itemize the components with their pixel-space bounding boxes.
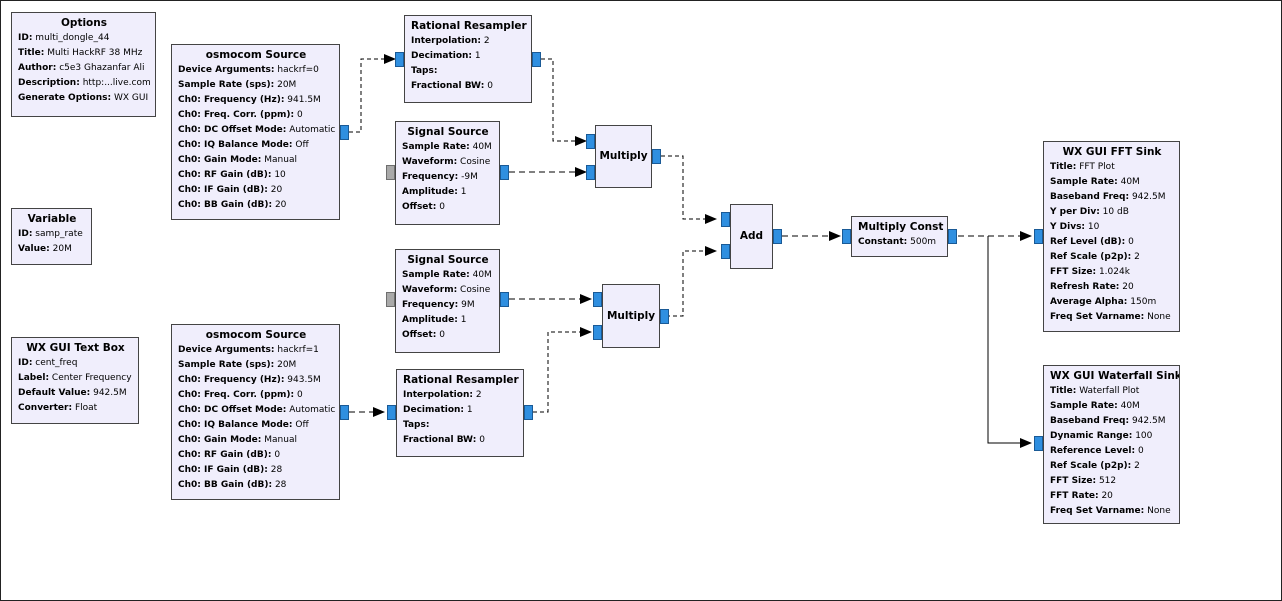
signal-source-1-block[interactable]: Signal Source Sample Rate: 40M Waveform:…	[395, 121, 500, 225]
osmocom-source-1-out-port[interactable]	[340, 125, 349, 140]
wire-multiply2-to-add	[666, 246, 717, 317]
block-title: Rational Resampler	[411, 20, 527, 32]
block-title: WX GUI Text Box	[26, 342, 125, 354]
block-title: Signal Source	[407, 126, 489, 138]
signal-source-1-in-port[interactable]	[386, 165, 395, 180]
osmocom-source-2-block[interactable]: osmocom Source Device Arguments: hackrf=…	[171, 324, 340, 500]
signal-source-2-out-port[interactable]	[500, 292, 509, 307]
waterfall-sink-in-port[interactable]	[1034, 436, 1043, 451]
options-block[interactable]: Options ID: multi_dongle_44 Title: Multi…	[11, 12, 156, 117]
signal-source-2-in-port[interactable]	[386, 292, 395, 307]
resampler-2-in-port[interactable]	[387, 405, 396, 420]
block-title: Variable	[27, 213, 77, 225]
wire-multiply1-to-add	[661, 155, 717, 224]
resampler-1-in-port[interactable]	[395, 52, 404, 67]
block-title: WX GUI FFT Sink	[1062, 146, 1162, 158]
block-title: Multiply	[599, 150, 648, 162]
multiply-1-block[interactable]: Multiply	[595, 125, 652, 188]
block-title: osmocom Source	[205, 329, 307, 341]
rational-resampler-2-block[interactable]: Rational Resampler Interpolation: 2 Deci…	[396, 369, 524, 457]
wire-multiply-const-to-waterfall	[987, 236, 1032, 448]
multiply-const-out-port[interactable]	[948, 229, 957, 244]
variable-block[interactable]: Variable ID: samp_rate Value: 20M	[11, 208, 92, 265]
wire-resampler1-to-multiply1	[541, 58, 587, 146]
multiply-1-out-port[interactable]	[652, 149, 661, 164]
multiply-2-in1-port[interactable]	[593, 325, 602, 340]
multiply-const-in-port[interactable]	[842, 229, 851, 244]
block-title: osmocom Source	[205, 49, 307, 61]
block-title: Rational Resampler	[403, 374, 519, 386]
block-title: Signal Source	[407, 254, 489, 266]
wire-osmo1-to-resampler1	[349, 54, 396, 133]
block-title: WX GUI Waterfall Sink	[1050, 370, 1180, 382]
multiply-2-block[interactable]: Multiply	[602, 284, 660, 348]
fft-sink-block[interactable]: WX GUI FFT Sink Title: FFT Plot Sample R…	[1043, 141, 1180, 332]
multiply-2-in0-port[interactable]	[593, 292, 602, 307]
add-block[interactable]: Add	[730, 204, 773, 269]
fft-sink-in-port[interactable]	[1034, 229, 1043, 244]
multiply-const-block[interactable]: Multiply Const Constant: 500m	[851, 216, 948, 257]
resampler-1-out-port[interactable]	[532, 52, 541, 67]
add-in1-port[interactable]	[721, 244, 730, 259]
text-box-block[interactable]: WX GUI Text Box ID: cent_freq Label: Cen…	[11, 337, 139, 424]
osmocom-source-1-block[interactable]: osmocom Source Device Arguments: hackrf=…	[171, 44, 340, 220]
multiply-2-out-port[interactable]	[660, 309, 669, 324]
waterfall-sink-block[interactable]: WX GUI Waterfall Sink Title: Waterfall P…	[1043, 365, 1180, 524]
block-title: Multiply	[606, 309, 656, 322]
rational-resampler-1-block[interactable]: Rational Resampler Interpolation: 2 Deci…	[404, 15, 532, 103]
signal-source-1-out-port[interactable]	[500, 165, 509, 180]
wire-resampler2-to-multiply2	[533, 327, 592, 413]
block-title: Options	[61, 17, 107, 29]
signal-source-2-block[interactable]: Signal Source Sample Rate: 40M Waveform:…	[395, 249, 500, 353]
add-in0-port[interactable]	[721, 212, 730, 227]
multiply-1-in0-port[interactable]	[586, 134, 595, 149]
osmocom-source-2-out-port[interactable]	[340, 405, 349, 420]
block-title: Multiply Const	[858, 221, 944, 233]
block-title: Add	[739, 230, 764, 242]
resampler-2-out-port[interactable]	[524, 405, 533, 420]
add-out-port[interactable]	[773, 229, 782, 244]
multiply-1-in1-port[interactable]	[586, 165, 595, 180]
